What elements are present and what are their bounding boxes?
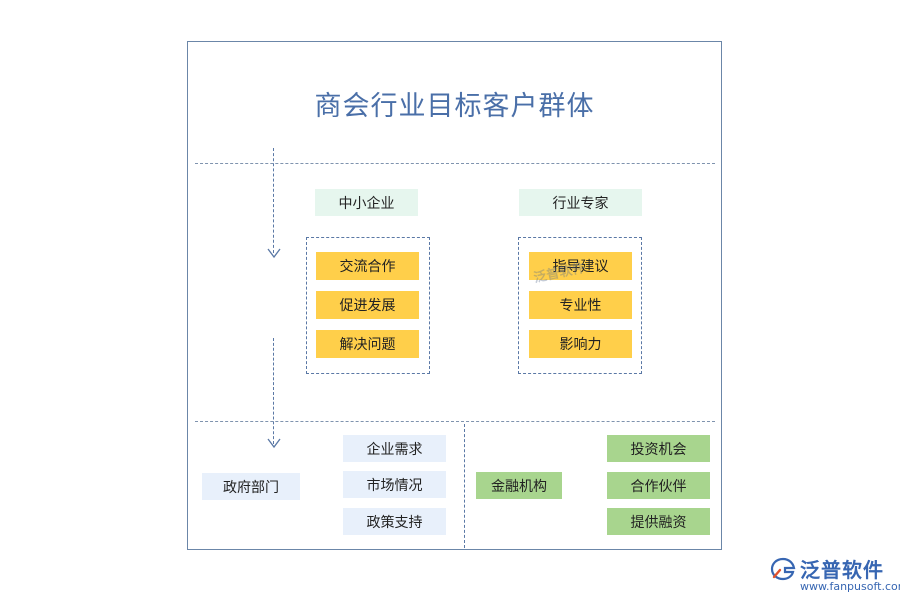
brand-logo: 泛普软件 — [770, 554, 884, 583]
diagram-frame — [187, 41, 722, 550]
experts-item: 指导建议 — [529, 252, 632, 280]
bottom-divider — [195, 421, 715, 422]
fanpu-logo-icon — [770, 557, 796, 580]
group-header-experts: 行业专家 — [519, 189, 642, 216]
diagram-title: 商会行业目标客户群体 — [314, 91, 595, 122]
arrow-down-icon — [267, 248, 281, 259]
experts-item: 专业性 — [529, 291, 632, 319]
sme-item: 解决问题 — [316, 330, 419, 358]
source-government: 政府部门 — [202, 473, 300, 500]
financial-item: 合作伙伴 — [607, 472, 710, 499]
sme-item: 促进发展 — [316, 291, 419, 319]
source-financial: 金融机构 — [476, 472, 562, 499]
government-item: 政策支持 — [343, 508, 446, 535]
financial-item: 投资机会 — [607, 435, 710, 462]
experts-item: 影响力 — [529, 330, 632, 358]
sme-group-container — [306, 237, 430, 374]
logo-name: 泛普软件 — [800, 558, 884, 582]
arrow-down-icon — [267, 438, 281, 449]
experts-group-container — [518, 237, 642, 374]
sme-item: 交流合作 — [316, 252, 419, 280]
government-item: 市场情况 — [343, 471, 446, 498]
top-divider — [195, 163, 715, 164]
bottom-center-divider — [464, 424, 465, 548]
logo-url: www.fanpusoft.com — [800, 580, 900, 593]
flow-line-lower — [273, 338, 274, 444]
government-item: 企业需求 — [343, 435, 446, 462]
flow-line-upper — [273, 148, 274, 253]
financial-item: 提供融资 — [607, 508, 710, 535]
group-header-sme: 中小企业 — [315, 189, 418, 216]
